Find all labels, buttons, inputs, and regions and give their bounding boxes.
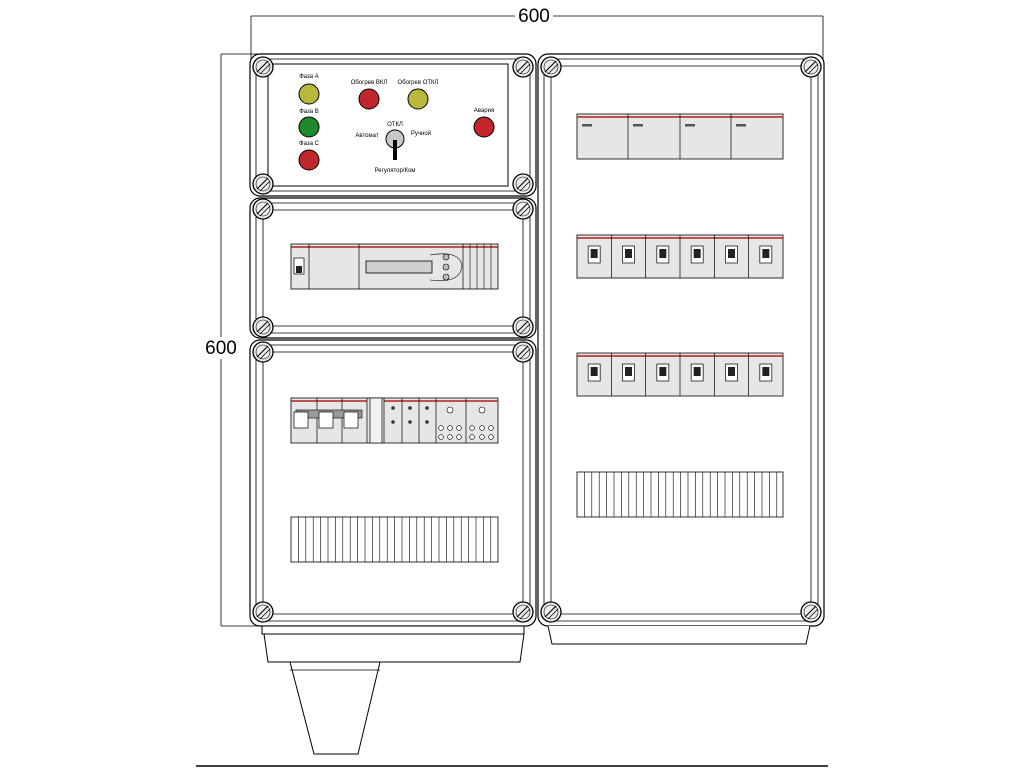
screw-icon [512, 173, 534, 195]
screw-icon [252, 601, 274, 623]
selector-label-off: ОТКЛ [387, 122, 403, 128]
heat-on-button[interactable] [358, 88, 380, 110]
screw-icon [800, 56, 822, 78]
terminal-block-left [290, 516, 499, 563]
selector-switch-handle[interactable] [393, 140, 397, 160]
lamp-label-phase-b: Фаза В [299, 109, 319, 115]
energy-meter-module [290, 243, 499, 290]
alarm-lamp [473, 116, 495, 138]
cabinet-base [261, 625, 525, 755]
screw-icon [512, 56, 534, 78]
screw-icon [252, 173, 274, 195]
screw-icon [512, 198, 534, 220]
screw-icon [800, 601, 822, 623]
width-label: 600 [518, 6, 550, 27]
lamp-phase-c-icon [298, 149, 320, 171]
dimension-width: 600 [250, 6, 824, 60]
section-main-breakers [249, 339, 537, 627]
height-label: 600 [205, 338, 237, 359]
screw-icon [252, 198, 274, 220]
terminal-block-right [576, 471, 784, 518]
lamp-phase-a-icon [298, 83, 320, 105]
screw-icon [540, 601, 562, 623]
button-label-heat-off: Обогрев ОТКЛ [398, 80, 439, 86]
screw-icon [512, 341, 534, 363]
screw-icon [252, 341, 274, 363]
screw-icon [512, 601, 534, 623]
dimension-height: 600 [200, 53, 258, 627]
lamp-label-phase-a: Фаза А [299, 74, 319, 80]
screw-icon [252, 56, 274, 78]
selector-label-auto: Автомат [355, 133, 378, 139]
contactor-row [576, 113, 784, 160]
control-panel-devices: Фаза А Фаза В Фаза С Обогрев ВКЛ Обогрев… [298, 74, 495, 174]
heat-off-button[interactable] [407, 88, 429, 110]
lamp-phase-b-icon [298, 116, 320, 138]
lamp-label-phase-c: Фаза С [299, 141, 320, 147]
main-breaker-group [290, 397, 499, 444]
button-label-alarm: Авария [474, 108, 494, 114]
screw-icon [252, 316, 274, 338]
selector-label-manual: Ручной [411, 130, 431, 137]
screw-icon [540, 56, 562, 78]
button-label-heat-on: Обогрев ВКЛ [351, 80, 388, 86]
screw-icon [512, 316, 534, 338]
breaker-row-1 [576, 234, 784, 279]
selector-label-regulator: Регулятор/Ком [375, 168, 416, 174]
breaker-row-2 [576, 352, 784, 397]
